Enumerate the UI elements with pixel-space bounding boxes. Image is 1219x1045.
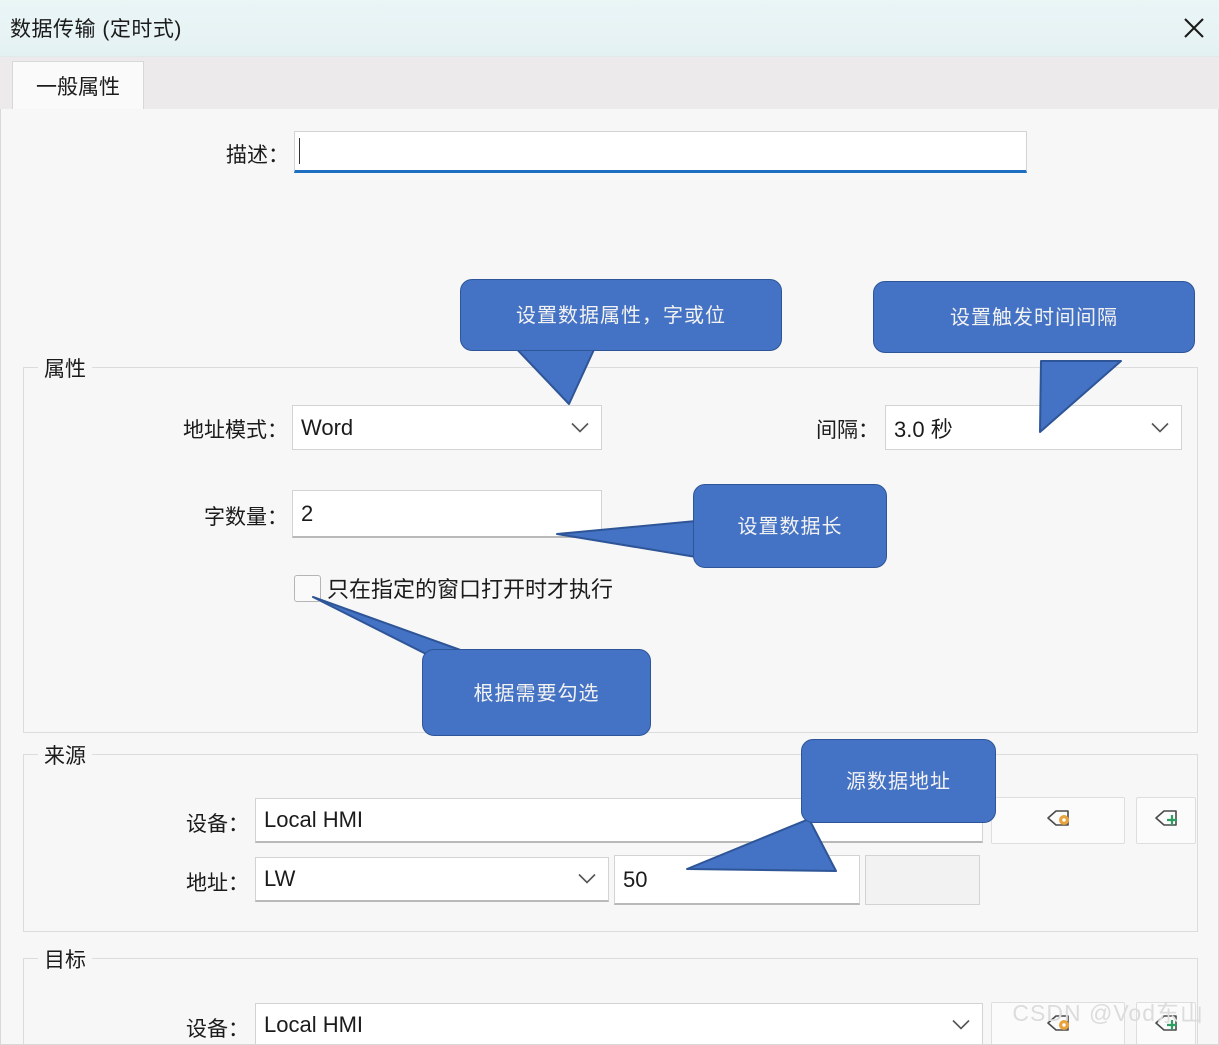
callout-bubble: 根据需要勾选 [422, 649, 651, 736]
description-input[interactable] [294, 131, 1027, 173]
callout-bubble: 源数据地址 [801, 739, 996, 823]
callout-bubble: 设置数据长 [693, 484, 887, 568]
target-tag-add-button[interactable] [1136, 1002, 1196, 1044]
chevron-down-icon [571, 422, 589, 433]
callout-bubble: 设置数据属性，字或位 [460, 279, 782, 351]
interval-value: 3.0 秒 [894, 416, 953, 442]
window-condition-label: 只在指定的窗口打开时才执行 [327, 577, 614, 602]
source-device-label: 设备： [186, 813, 249, 836]
property-group-title: 属性 [38, 353, 92, 383]
address-mode-select[interactable]: Word [292, 405, 602, 450]
close-button[interactable] [1173, 0, 1215, 56]
callout-text: 设置数据长 [737, 514, 843, 538]
chevron-down-icon [952, 1019, 970, 1031]
word-count-input[interactable]: 2 [292, 490, 602, 538]
word-count-value: 2 [301, 500, 314, 526]
tab-general-properties[interactable]: 一般属性 [12, 61, 144, 109]
tab-label: 一般属性 [36, 75, 120, 99]
source-tag-settings-button[interactable] [991, 797, 1125, 844]
target-group-title: 目标 [38, 944, 92, 974]
callout-text: 源数据地址 [846, 769, 951, 793]
description-label: 描述： [226, 144, 289, 167]
window-condition-checkbox[interactable] [294, 574, 321, 602]
source-device-value: Local HMI [264, 807, 364, 832]
callout-text: 根据需要勾选 [473, 680, 600, 705]
tag-settings-icon [1043, 806, 1073, 835]
chevron-down-icon [1151, 422, 1169, 433]
callout-bubble: 设置触发时间间隔 [873, 281, 1195, 353]
target-device-label: 设备： [186, 1018, 249, 1041]
dialog-content: 描述： 属性 地址模式： Word 间隔： 3.0 秒 字数量： [0, 109, 1219, 1045]
window-title: 数据传输 (定时式) [10, 18, 182, 41]
callout-tail [686, 818, 837, 872]
source-group: 来源 [23, 740, 1198, 932]
tag-add-icon [1151, 806, 1181, 835]
tag-add-icon [1151, 1011, 1181, 1040]
target-device-select[interactable]: Local HMI [255, 1003, 983, 1044]
callout-text: 设置数据属性，字或位 [516, 303, 726, 327]
source-tag-add-button[interactable] [1136, 797, 1196, 844]
target-device-value: Local HMI [264, 1012, 364, 1037]
close-icon [1182, 16, 1206, 40]
callout-text: 设置触发时间间隔 [950, 305, 1118, 329]
text-caret [299, 138, 300, 164]
interval-select[interactable]: 3.0 秒 [885, 405, 1182, 450]
target-tag-settings-button[interactable] [991, 1002, 1125, 1044]
target-group: 目标 [23, 944, 1198, 1044]
source-address-type-select[interactable]: LW [255, 857, 609, 902]
description-row: 描述： [1, 127, 1218, 175]
source-group-title: 来源 [38, 740, 92, 770]
source-address-label: 地址： [186, 872, 249, 895]
window-condition-checkbox-row[interactable]: 只在指定的窗口打开时才执行 [294, 572, 613, 604]
watermark: CSDN @Vod东山 [1012, 1000, 1204, 1026]
callout-tail [1039, 360, 1122, 433]
source-address-extra-field [865, 855, 980, 905]
word-count-label: 字数量： [204, 506, 288, 529]
source-address-type-value: LW [264, 866, 296, 891]
address-mode-label: 地址模式： [183, 419, 288, 442]
title-bar: 数据传输 (定时式) [0, 0, 1219, 57]
callout-tail [661, 1039, 961, 1045]
address-mode-value: Word [301, 414, 354, 440]
tag-settings-icon [1043, 1011, 1073, 1040]
source-address-number-value: 50 [623, 866, 648, 892]
interval-label: 间隔： [816, 419, 879, 442]
tab-strip: 一般属性 [0, 57, 1219, 109]
chevron-down-icon [578, 873, 596, 885]
